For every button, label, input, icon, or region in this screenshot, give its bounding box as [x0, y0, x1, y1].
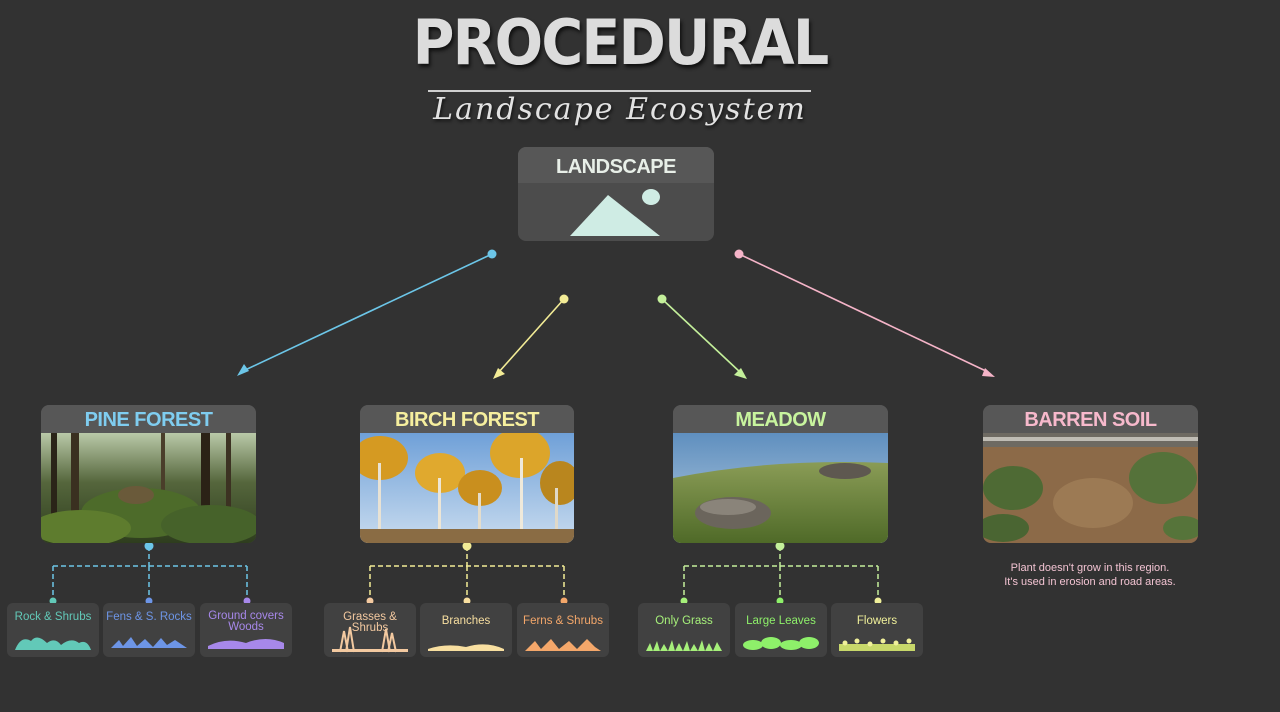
fens-rocks-icon: [111, 637, 187, 648]
leaf-label: Fens & S. Rocks: [106, 611, 192, 623]
root-arrows: [237, 249, 995, 379]
page-subtitle: Landscape Ecosystem: [433, 92, 807, 127]
arrow-to-birch-forest: [497, 298, 565, 374]
barren-soil-photo: [983, 433, 1198, 543]
pine-forest-card: PINE FOREST: [41, 405, 256, 543]
meadow-branches: [683, 546, 879, 600]
branch-dot: [680, 597, 688, 605]
arrow-origin-dot: [657, 294, 667, 304]
landscape-root-card: LANDSCAPE: [518, 147, 714, 241]
ground-covers-woods-icon: [208, 639, 284, 649]
arrow-to-barren-soil: [738, 253, 989, 373]
landscape-label: LANDSCAPE: [518, 147, 714, 183]
branches-icon: [428, 644, 504, 651]
arrow-origin-dot: [487, 249, 497, 259]
leaf-label: Large Leaves: [746, 615, 816, 627]
birch-forest-photo: [360, 433, 574, 543]
ferns-shrubs-icon: [525, 639, 601, 651]
pine-forest-photo: [41, 433, 256, 543]
arrowhead-icon: [982, 368, 995, 377]
leaf-label: Flowers: [856, 615, 898, 627]
barren-soil-card: BARREN SOIL: [983, 405, 1198, 543]
leaf-branches: Branches: [420, 603, 512, 657]
only-grass-icon: [646, 640, 722, 651]
grasses-shrubs-icon: [332, 626, 408, 653]
branch-dot: [49, 597, 57, 605]
leaf-ground-covers-woods: Ground covers Woods: [200, 603, 292, 657]
branch-dot: [366, 597, 374, 605]
pine-branches: [52, 546, 248, 600]
arrow-to-pine-forest: [242, 253, 493, 372]
birch-branches: [369, 546, 565, 600]
branch-dot: [144, 541, 154, 551]
birch-forest-label: BIRCH FOREST: [360, 405, 574, 433]
title-divider: [428, 90, 811, 92]
arrow-origin-dot: [559, 294, 569, 304]
leaf-grasses-shrubs: Grasses & Shrubs: [324, 603, 416, 657]
branch-dot: [463, 597, 471, 605]
leaf-label: Ground covers Woods: [208, 610, 284, 633]
branch-dot: [462, 541, 472, 551]
leaf-fens-rocks: Fens & S. Rocks: [103, 603, 195, 657]
leaf-label: Rock & Shrubs: [14, 611, 92, 623]
meadow-photo: [673, 433, 888, 543]
branch-dot: [874, 597, 882, 605]
arrowhead-icon: [493, 368, 505, 379]
leaf-large-leaves: Large Leaves: [735, 603, 827, 657]
flowers-icon: [839, 638, 915, 651]
branch-dot: [243, 597, 251, 605]
leaf-rock-shrubs: Rock & Shrubs: [7, 603, 99, 657]
leaf-label: Only Grass: [655, 615, 713, 627]
branch-dot: [145, 597, 153, 605]
meadow-card: MEADOW: [673, 405, 888, 543]
rock-shrubs-icon: [15, 637, 91, 650]
birch-forest-card: BIRCH FOREST: [360, 405, 574, 543]
branch-dot: [775, 541, 785, 551]
branch-dot: [560, 597, 568, 605]
leaf-flowers: Flowers: [831, 603, 923, 657]
pine-forest-label: PINE FOREST: [41, 405, 256, 433]
leaf-label: Grasses & Shrubs: [343, 611, 397, 634]
arrowhead-icon: [734, 368, 747, 379]
branch-dot: [776, 597, 784, 605]
arrowhead-icon: [237, 364, 249, 376]
leaf-label: Ferns & Shrubs: [523, 615, 603, 627]
leaf-label: Branches: [441, 615, 491, 627]
barren-soil-note: Plant doesn't grow in this region. It's …: [982, 561, 1198, 589]
note-line: Plant doesn't grow in this region.: [1010, 562, 1170, 574]
note-line: It's used in erosion and road areas.: [1004, 576, 1176, 588]
meadow-label: MEADOW: [673, 405, 888, 433]
arrow-to-meadow: [661, 298, 742, 374]
leaf-ferns-shrubs: Ferns & Shrubs: [517, 603, 609, 657]
large-leaves-icon: [743, 637, 819, 650]
landscape-image-icon: [570, 189, 660, 236]
barren-soil-label: BARREN SOIL: [983, 405, 1198, 433]
arrow-origin-dot: [734, 249, 744, 259]
leaf-only-grass: Only Grass: [638, 603, 730, 657]
page-title: PROCEDURAL: [412, 6, 830, 79]
